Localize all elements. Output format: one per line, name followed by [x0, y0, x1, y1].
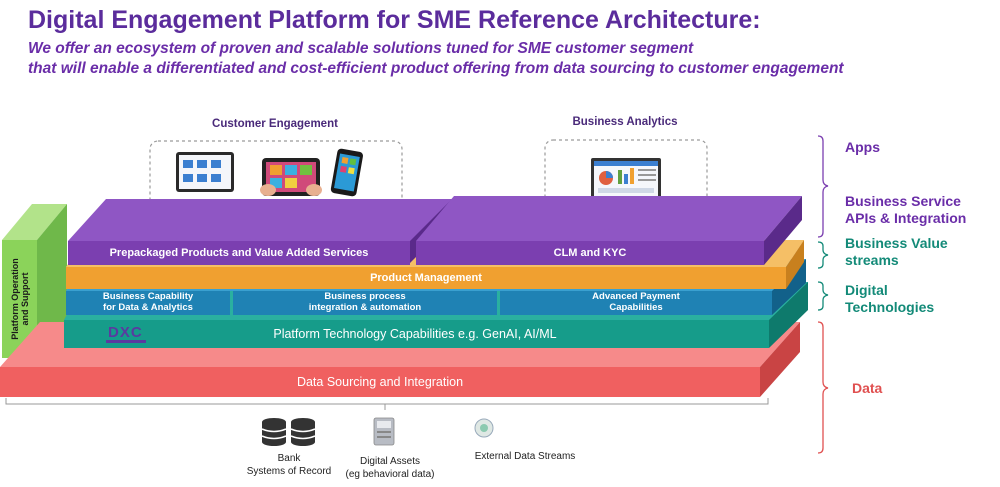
- capability-block-3: [500, 291, 772, 315]
- meter-device-icon: [373, 417, 395, 446]
- clm-kyc-label: CLM and KYC: [553, 246, 627, 259]
- side-label-digital-technologies: Digital Technologies: [845, 282, 934, 316]
- globe-sensor-icon: [474, 418, 494, 438]
- bank-systems-label: Bank Systems of Record: [229, 453, 349, 478]
- prepackaged-top: [68, 199, 452, 241]
- product-management-label: Product Management: [370, 271, 482, 284]
- customer-engagement-label: Customer Engagement: [212, 118, 338, 130]
- business-value-line1: Business Value: [845, 235, 948, 251]
- side-label-apps: Apps: [845, 139, 880, 155]
- data-layer-front: [0, 367, 760, 397]
- business-service-line2: APIs & Integration: [845, 209, 967, 226]
- capability-block-1: [66, 291, 230, 315]
- data-layer-side: [760, 322, 800, 397]
- digital-assets-label: Digital Assets (eg behavioral data): [330, 456, 450, 481]
- page-subtitle-line2: that will enable a differentiated and co…: [28, 60, 844, 77]
- side-label-business-value: Business Value streams: [845, 235, 948, 269]
- external-data-streams-label: External Data Streams: [474, 451, 576, 462]
- business-capability-label: Business Capability for Data & Analytics: [66, 291, 230, 315]
- bottom-bracket: [5, 398, 769, 405]
- platform-technology-label: Platform Technology Capabilities e.g. Ge…: [273, 326, 557, 341]
- business-process-line2: integration & automation: [308, 302, 422, 313]
- platform-operation-line1: Platform Operation: [9, 258, 20, 340]
- platform-operation-side: [37, 204, 67, 358]
- value-brace: [817, 241, 829, 269]
- advanced-payment-label: Advanced Payment Capabilities: [500, 291, 772, 315]
- digital-assets-line2: (eg behavioral data): [345, 468, 435, 480]
- side-label-business-service: Business Service APIs & Integration: [845, 193, 966, 227]
- data-brace: [817, 321, 829, 454]
- dxc-technology-logo: DXC: [106, 324, 146, 343]
- capability-layer-side: [772, 259, 806, 315]
- platform-operation-line2: and Support: [19, 272, 30, 326]
- tech-layer-front: [64, 320, 769, 348]
- clm-front: [416, 241, 764, 265]
- data-sourcing-label: Data Sourcing and Integration: [296, 374, 464, 389]
- clm-side: [764, 196, 802, 265]
- desktop-screen-icon: [176, 152, 234, 192]
- bank-line2: Systems of Record: [246, 465, 332, 477]
- business-process-line1: Business process: [324, 291, 406, 303]
- advanced-payment-line2: Capabilities: [609, 302, 663, 313]
- business-service-line1: Business Service: [845, 193, 961, 209]
- svg-text:DXC: DXC: [108, 324, 143, 341]
- analytics-dashboard-icon: [591, 158, 661, 200]
- product-layer-side: [786, 240, 804, 289]
- database-icon: [261, 418, 316, 446]
- platform-operation-top: [2, 204, 67, 240]
- digital-assets-line1: Digital Assets: [359, 456, 421, 467]
- bank-line1: Bank: [277, 453, 301, 464]
- business-process-label: Business process integration & automatio…: [233, 291, 497, 315]
- business-capability-line2: for Data & Analytics: [103, 302, 193, 313]
- prepackaged-front: [68, 241, 410, 265]
- platform-operation-label: Platform Operation and Support: [5, 244, 35, 354]
- prepackaged-products-label: Prepackaged Products and Value Added Ser…: [109, 246, 369, 259]
- clm-top: [416, 196, 802, 241]
- tablet-hand-icon: [260, 158, 322, 196]
- advanced-payment-line1: Advanced Payment: [592, 291, 680, 303]
- product-layer-front: [66, 267, 786, 289]
- business-value-line2: streams: [845, 251, 899, 268]
- smartphone-icon: [330, 148, 363, 197]
- digital-technologies-line2: Technologies: [845, 298, 935, 315]
- platform-operation-block: Platform Operation and Support: [2, 240, 37, 358]
- business-analytics-label: Business Analytics: [572, 116, 678, 128]
- digital-technologies-line1: Digital: [845, 282, 888, 298]
- page-title: Digital Engagement Platform for SME Refe…: [28, 6, 761, 34]
- apps-brace: [817, 135, 829, 238]
- tech-layer-side: [769, 282, 808, 348]
- tech-brace: [817, 281, 829, 311]
- page-subtitle-line1: We offer an ecosystem of proven and scal…: [28, 40, 694, 57]
- business-capability-line1: Business Capability: [102, 291, 194, 303]
- capability-block-2: [233, 291, 497, 315]
- side-label-data: Data: [852, 380, 883, 396]
